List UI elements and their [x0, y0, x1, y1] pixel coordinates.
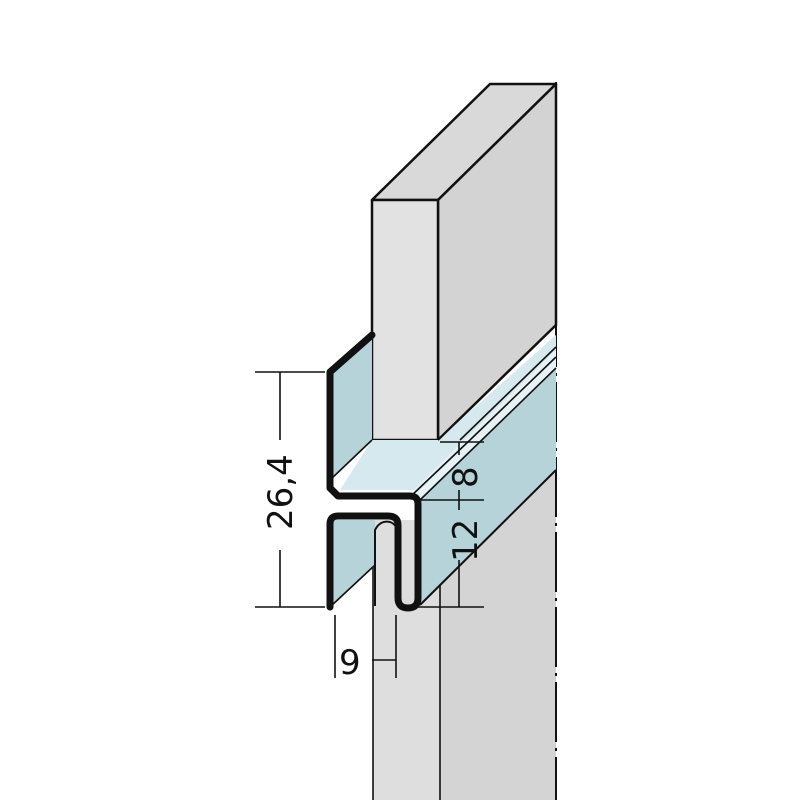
- dimension-label-gap-width: 9: [339, 643, 361, 683]
- edge-profile: [326, 324, 557, 612]
- dimension-label-total-height: 26,4: [261, 454, 301, 530]
- dimension-label-lower-leg: 12: [446, 519, 486, 562]
- dimension-leg-heights: 8 12: [412, 441, 486, 608]
- dimension-total-height: 26,4: [255, 371, 325, 608]
- dimension-gap-width: 9: [334, 615, 397, 683]
- dimension-label-upper-leg: 8: [446, 466, 486, 488]
